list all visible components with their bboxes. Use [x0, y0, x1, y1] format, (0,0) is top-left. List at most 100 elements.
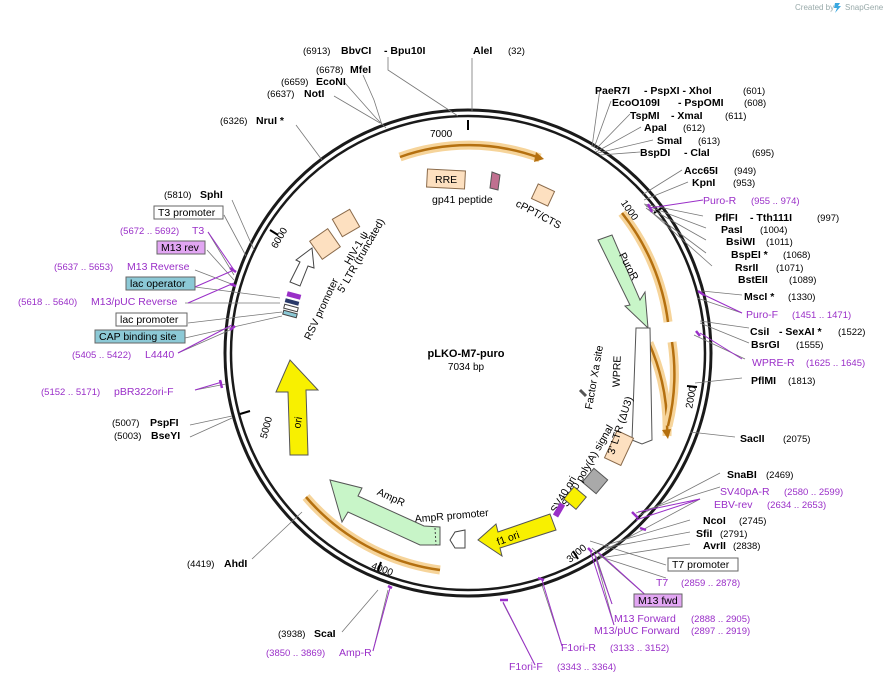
site-noti[interactable]: NotI: [304, 88, 324, 100]
feature-puror[interactable]: [597, 234, 649, 330]
backbone-outer-ring: [223, 108, 713, 598]
box-lac-promoter-label: lac promoter: [120, 314, 179, 326]
site-psppomi[interactable]: - PspOMI: [678, 97, 724, 109]
primer-t7[interactable]: T7: [656, 577, 668, 589]
orf-arcs: [302, 140, 679, 575]
feature-ampr[interactable]: [329, 479, 441, 546]
feature-gp41-label: gp41 peptide: [432, 194, 493, 206]
site-pflfi[interactable]: PflFI: [715, 212, 738, 224]
site-tspmi-pos: (611): [725, 111, 746, 122]
feature-hiv1-psi[interactable]: [331, 208, 361, 238]
feature-5ltr[interactable]: [308, 227, 342, 261]
box-cap-site[interactable]: [94, 329, 186, 344]
feature-cppt[interactable]: [530, 183, 556, 207]
box-t3-promoter[interactable]: [153, 205, 224, 220]
site-pspfi-pos: (5007): [112, 418, 139, 429]
primer-ampr[interactable]: Amp-R: [339, 647, 372, 659]
primer-puro-r[interactable]: Puro-R: [703, 195, 737, 207]
feature-ampr-promoter[interactable]: [449, 529, 466, 549]
box-t7-promoter[interactable]: [667, 557, 739, 572]
site-bspei[interactable]: BspEI *: [731, 249, 769, 261]
site-bbvci[interactable]: BbvCI: [341, 45, 371, 57]
site-bsrgi[interactable]: BsrGI: [751, 339, 780, 351]
box-lac-operator-label: lac operator: [130, 278, 186, 290]
site-pspfi[interactable]: PspFI: [150, 417, 179, 429]
primer-m13puc-fwd-pos: (2897 .. 2919): [691, 626, 750, 637]
primer-pbr322[interactable]: pBR322ori-F: [114, 386, 174, 398]
primer-m13puc-fwd[interactable]: M13/pUC Forward: [594, 625, 680, 637]
site-ncoi[interactable]: NcoI: [703, 515, 726, 527]
site-acc65i[interactable]: Acc65I: [684, 165, 718, 177]
site-sacii[interactable]: SacII: [740, 433, 765, 445]
site-nrui[interactable]: NruI *: [256, 115, 285, 127]
site-pflmi[interactable]: PflMI: [751, 375, 776, 387]
feature-rre[interactable]: RRE: [426, 168, 466, 190]
site-alei[interactable]: AleI: [473, 45, 492, 57]
site-csii[interactable]: CsiI: [750, 326, 769, 338]
site-sacii-pos: (2075): [783, 434, 810, 445]
site-snabi[interactable]: SnaBI: [727, 469, 757, 481]
site-pspxi[interactable]: - PspXI - XhoI: [644, 85, 712, 97]
site-bpu10i[interactable]: - Bpu10I: [384, 45, 426, 57]
site-scai[interactable]: ScaI: [314, 628, 336, 640]
site-sfii[interactable]: SfiI: [696, 528, 712, 540]
site-econi-pos: (6659): [281, 77, 308, 88]
feature-3ltr[interactable]: [603, 429, 635, 467]
site-bsteii-pos: (1089): [789, 275, 816, 286]
created-by-text: Created by: [795, 3, 834, 12]
site-mfei[interactable]: MfeI: [350, 64, 371, 76]
site-snabi-pos: (2469): [766, 470, 793, 481]
site-smai[interactable]: SmaI: [657, 135, 682, 147]
primer-ebv-rev[interactable]: EBV-rev: [714, 499, 753, 511]
site-msci[interactable]: MscI *: [744, 291, 775, 303]
site-kpni[interactable]: KpnI: [692, 177, 715, 189]
box-lac-operator[interactable]: [125, 276, 196, 291]
box-cap-site-label: CAP binding site: [99, 331, 177, 343]
box-lac-promoter[interactable]: [115, 312, 188, 327]
site-pasi-pos: (1004): [760, 225, 787, 236]
site-econi[interactable]: EcoNI: [316, 76, 346, 88]
site-eco0109i[interactable]: EcoO109I: [612, 97, 660, 109]
primer-puro-f[interactable]: Puro-F: [746, 309, 778, 321]
feature-factorxa[interactable]: [578, 388, 588, 398]
site-bsteii[interactable]: BstEII: [738, 274, 768, 286]
site-bsiwi[interactable]: BsiWI: [726, 236, 755, 248]
feature-wpre[interactable]: [631, 327, 653, 445]
box-m13-fwd[interactable]: [633, 593, 683, 608]
feature-rsv-promoter[interactable]: [289, 247, 315, 287]
site-avrii[interactable]: AvrII: [703, 540, 726, 552]
site-sphi[interactable]: SphI: [200, 189, 223, 201]
feature-ampr-promoter-label: AmpR promoter: [414, 507, 489, 525]
primer-m13reverse[interactable]: M13 Reverse: [127, 261, 190, 273]
feature-sv40-ori[interactable]: [563, 486, 587, 510]
site-rsrii[interactable]: RsrII: [735, 262, 758, 274]
primer-t3[interactable]: T3: [192, 225, 204, 237]
feature-sv40-polya[interactable]: [581, 467, 609, 495]
primer-f1ori-r[interactable]: F1ori-R: [561, 642, 596, 654]
primer-sv40pa-r[interactable]: SV40pA-R: [720, 486, 770, 498]
feature-ori[interactable]: [275, 359, 320, 456]
primer-m13forward-pos: (2888 .. 2905): [691, 614, 750, 625]
primer-m13puc-rev[interactable]: M13/pUC Reverse: [91, 296, 178, 308]
site-sexai[interactable]: - SexAI *: [779, 326, 823, 338]
site-apai[interactable]: ApaI: [644, 122, 667, 134]
box-m13-rev[interactable]: [156, 240, 206, 255]
site-xmai[interactable]: - XmaI: [671, 110, 703, 122]
site-bspdi[interactable]: BspDI: [640, 147, 670, 159]
feature-f1ori[interactable]: [477, 513, 557, 558]
site-pasi[interactable]: PasI: [721, 224, 743, 236]
primer-m13forward[interactable]: M13 Forward: [614, 613, 676, 625]
site-tspmi[interactable]: TspMI: [630, 110, 660, 122]
site-bseyi[interactable]: BseYI: [151, 430, 180, 442]
site-clai[interactable]: - ClaI: [684, 147, 710, 159]
feature-gp41-peptide[interactable]: [489, 171, 501, 191]
primer-l4440[interactable]: L4440: [145, 349, 174, 361]
box-m13-rev-label: M13 rev: [161, 242, 200, 254]
primer-wpre-r[interactable]: WPRE-R: [752, 357, 795, 369]
primer-f1ori-f[interactable]: F1ori-F: [509, 661, 543, 673]
site-paer7i[interactable]: PaeR7I: [595, 85, 630, 97]
primer-puro-r-pos: (955 .. 974): [751, 196, 800, 207]
site-ahdi[interactable]: AhdI: [224, 558, 247, 570]
site-avrii-pos: (2838): [733, 541, 760, 552]
site-tth111i[interactable]: - Tth111I: [750, 212, 792, 224]
